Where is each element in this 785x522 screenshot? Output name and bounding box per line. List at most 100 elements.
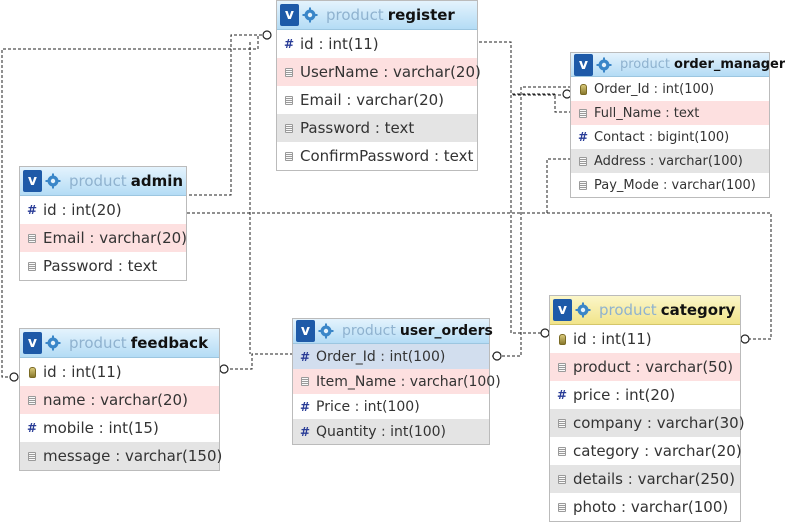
column-type: int(20) [624, 386, 676, 404]
primary-key-icon [575, 83, 591, 95]
column-name: Full_Name [594, 105, 662, 121]
column-row[interactable]: message : varchar(150) [20, 442, 222, 470]
column-name: Address [594, 153, 646, 169]
text-column-icon [554, 362, 570, 372]
table-name: feedback [130, 334, 209, 352]
column-name: ConfirmPassword [300, 147, 430, 165]
column-row[interactable]: Address : varchar(100) [571, 149, 769, 173]
column-name: Item_Name [316, 373, 397, 390]
column-row[interactable]: Password : text [277, 114, 477, 142]
text-column-icon [281, 67, 297, 77]
column-name: Email [43, 229, 85, 247]
separator: : [376, 423, 391, 440]
column-row[interactable]: #id : int(20) [20, 196, 186, 224]
text-column-icon [24, 395, 40, 405]
primary-key-icon [554, 333, 570, 345]
column-row[interactable]: #price : int(20) [550, 381, 740, 409]
column-name: Order_Id [594, 81, 650, 97]
column-row[interactable]: Password : text [20, 252, 186, 280]
column-row[interactable]: Full_Name : text [571, 101, 769, 125]
database-name: product [326, 6, 384, 24]
column-name: Password [43, 257, 114, 275]
text-column-icon [297, 377, 313, 386]
column-name: Quantity [316, 423, 377, 440]
separator: : [378, 63, 394, 81]
numeric-column-icon: # [299, 349, 311, 364]
column-name: Order_Id [316, 348, 376, 365]
toggle-v-icon[interactable]: v [574, 53, 593, 76]
gear-icon[interactable] [596, 57, 620, 73]
database-name: product [599, 301, 657, 319]
column-row[interactable]: #Price : int(100) [293, 394, 489, 419]
gear-icon[interactable] [302, 7, 326, 23]
column-row[interactable]: UserName : varchar(20) [277, 58, 481, 86]
column-row[interactable]: Email : varchar(20) [277, 86, 477, 114]
toggle-v-icon[interactable]: v [296, 320, 315, 342]
column-row[interactable]: details : varchar(250) [550, 465, 740, 493]
column-row[interactable]: ConfirmPassword : text [277, 142, 477, 170]
column-row[interactable]: id : int(11) [550, 325, 740, 353]
column-row[interactable]: #Contact : bigint(100) [571, 125, 769, 149]
column-name: Email [300, 91, 342, 109]
gear-icon[interactable] [45, 173, 69, 189]
gear-icon[interactable] [318, 323, 342, 339]
column-type: text [384, 119, 415, 137]
separator: : [610, 386, 625, 404]
column-name: company [573, 414, 643, 432]
table-name: user_orders [399, 323, 493, 339]
table-name: register [387, 6, 455, 24]
database-name: product [69, 172, 127, 190]
column-row[interactable]: #Order_Id : int(100) [293, 344, 489, 369]
column-row[interactable]: #mobile : int(15) [20, 414, 219, 442]
separator: : [56, 201, 72, 219]
separator: : [110, 447, 126, 465]
column-name: UserName [300, 63, 379, 81]
column-row[interactable]: photo : varchar(100) [550, 493, 740, 521]
column-row[interactable]: #Quantity : int(100) [293, 419, 489, 444]
gear-icon[interactable] [575, 302, 599, 318]
numeric-column-icon: # [283, 37, 295, 51]
column-row[interactable]: category : varchar(20) [550, 437, 742, 465]
toggle-v-icon[interactable]: v [23, 332, 42, 354]
column-row[interactable]: Order_Id : int(100) [571, 77, 769, 101]
column-row[interactable]: product : varchar(50) [550, 353, 740, 381]
text-column-icon [554, 502, 570, 512]
column-row[interactable]: Item_Name : varchar(100) [293, 369, 501, 394]
column-name: id [43, 201, 57, 219]
column-row[interactable]: Email : varchar(20) [20, 224, 187, 252]
column-row[interactable]: id : int(11) [20, 358, 219, 386]
column-row[interactable]: name : varchar(20) [20, 386, 219, 414]
text-column-icon [24, 233, 40, 243]
numeric-column-icon: # [299, 399, 311, 414]
gear-icon[interactable] [45, 335, 69, 351]
database-name: product [620, 57, 671, 72]
text-column-icon [554, 446, 570, 456]
column-row[interactable]: #id : int(11) [277, 30, 477, 58]
toggle-v-icon[interactable]: v [553, 299, 572, 321]
text-column-icon [575, 156, 591, 166]
column-row[interactable]: company : varchar(30) [550, 409, 745, 437]
column-row[interactable]: Pay_Mode : varchar(100) [571, 173, 769, 197]
text-column-icon [281, 123, 297, 133]
separator: : [661, 105, 674, 121]
separator: : [93, 419, 109, 437]
column-type: int(20) [71, 201, 122, 219]
separator: : [341, 91, 357, 109]
text-column-icon [575, 108, 591, 118]
toggle-v-icon[interactable]: v [23, 170, 42, 192]
column-name: Price [316, 398, 351, 415]
toggle-v-icon[interactable]: v [280, 4, 299, 26]
separator: : [84, 229, 100, 247]
